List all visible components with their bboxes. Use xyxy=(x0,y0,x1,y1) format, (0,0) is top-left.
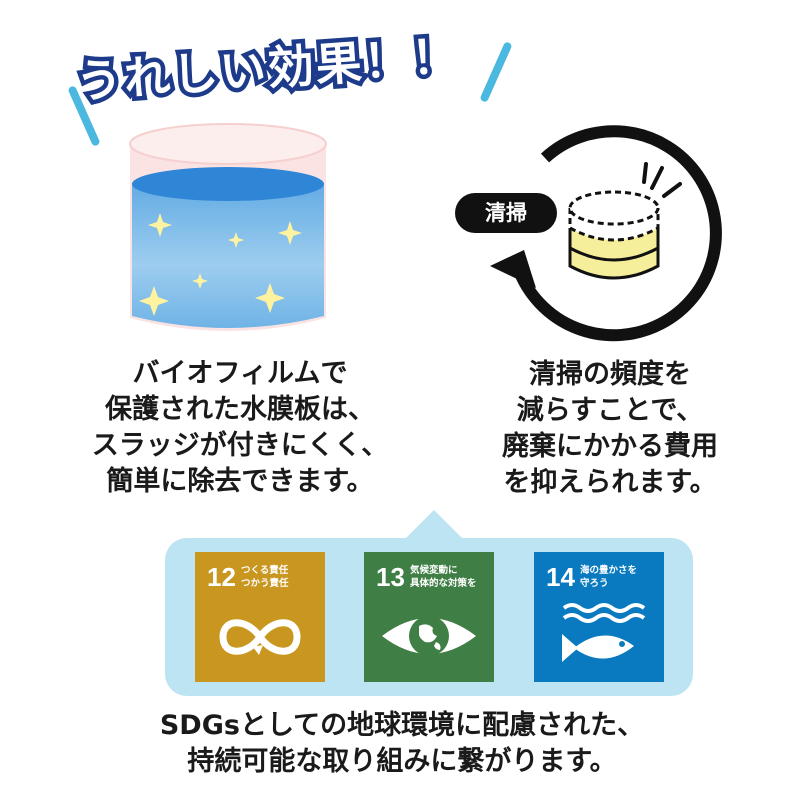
cycle-arrowhead-icon xyxy=(490,250,536,288)
sparkle-icon xyxy=(278,221,302,245)
footer-text: SDGsとしての地球環境に配慮された、 持続可能な取り組みに繋がります。 xyxy=(0,708,804,780)
panel-pointer xyxy=(404,510,464,540)
sparkle-icon xyxy=(255,283,285,313)
text-line: スラッジが付きにくく、 xyxy=(91,430,389,461)
sdg-number: 13 xyxy=(376,562,405,592)
text-line: 保護された水膜板は、 xyxy=(105,394,375,425)
sparkle-icon xyxy=(139,286,169,316)
water-tank-illustration xyxy=(129,123,327,331)
sdg-label-line: 気候変動に xyxy=(410,565,458,576)
cycle-arrow xyxy=(512,125,722,342)
right-benefit-text: 清掃の頻度を 減らすことで、 廃棄にかかる費用 を抑えられます。 xyxy=(450,357,770,501)
motion-lines-icon xyxy=(642,162,682,198)
sdg-number: 14 xyxy=(546,562,575,592)
sparkle-icon xyxy=(228,232,244,248)
text-line: を抑えられます。 xyxy=(503,467,717,498)
eye-globe-icon xyxy=(382,616,476,656)
heading-title: うれしい効果！！ xyxy=(70,24,466,114)
text-line: 清掃の頻度を xyxy=(529,359,691,390)
cleaning-badge-bg xyxy=(455,193,557,233)
sdg-label-line: 具体的な対策を xyxy=(410,578,477,589)
glass-rim xyxy=(129,123,327,165)
left-benefit-text: バイオフィルムで 保護された水膜板は、 スラッジが付きにくく、 簡単に除去できま… xyxy=(50,356,430,500)
sdg-label-line: つくる責任 xyxy=(241,565,289,576)
sparkle-icon xyxy=(192,273,208,289)
accent-slash-right xyxy=(479,41,513,103)
sdg-number: 12 xyxy=(207,562,236,592)
sdgs-panel: 12 つくる責任 つかう責任 13 気候変動に 具体的な対策を 14 海の豊かさ… xyxy=(165,538,693,696)
fish-waves-icon xyxy=(562,603,646,662)
sludge-stack-icon xyxy=(568,190,660,280)
cleaning-badge: 清掃 xyxy=(485,201,527,225)
text-line: 簡単に除去できます。 xyxy=(106,466,374,497)
sdg-13-card: 13 気候変動に 具体的な対策を xyxy=(364,552,494,682)
text-line: SDGsとしての地球環境に配慮された、 xyxy=(159,710,645,741)
sdg-12-card: 12 つくる責任 つかう責任 xyxy=(195,552,325,682)
water-surface xyxy=(132,167,324,201)
sparkle-icons xyxy=(139,213,302,316)
text-line: バイオフィルムで xyxy=(132,358,348,389)
sdg-label-line: 海の豊かさを xyxy=(580,565,638,576)
sdg-label: 海の豊かさを 守ろう xyxy=(580,564,637,590)
sdg-label-line: 守ろう xyxy=(580,578,609,589)
text-line: 減らすことで、 xyxy=(516,395,704,426)
text-line: 持続可能な取り組みに繋がります。 xyxy=(187,746,617,777)
sdg-label: 気候変動に 具体的な対策を xyxy=(410,564,477,590)
heading-group: うれしい効果！！ xyxy=(60,24,513,147)
sparkle-icon xyxy=(148,213,172,237)
cleaning-cycle-illustration xyxy=(455,125,722,342)
water-body xyxy=(132,171,324,328)
text-line: 廃棄にかかる費用 xyxy=(502,431,718,462)
sdg-label-line: つかう責任 xyxy=(241,578,289,589)
sdg-label: つくる責任 つかう責任 xyxy=(241,564,289,590)
sdg-14-card: 14 海の豊かさを 守ろう xyxy=(534,552,664,682)
infinity-icon xyxy=(219,619,301,655)
